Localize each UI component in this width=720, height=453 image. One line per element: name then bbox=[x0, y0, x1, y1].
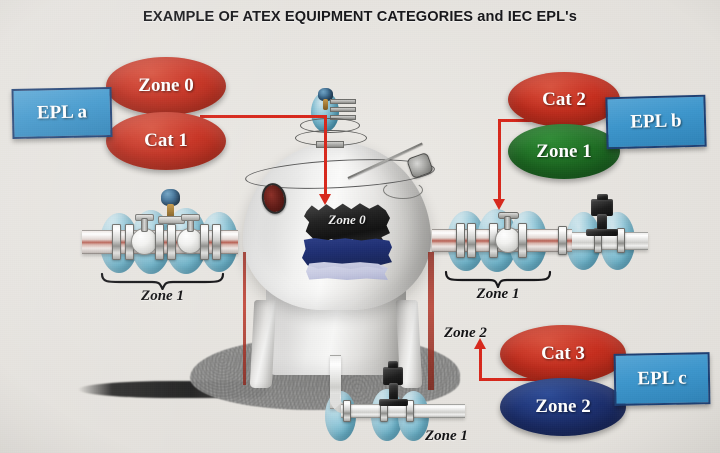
left-flange-4 bbox=[167, 224, 176, 260]
callout-right-category[interactable]: Cat 2 bbox=[508, 72, 620, 127]
top-valve-actuator-icon bbox=[318, 88, 333, 101]
connector-bottom-arrowhead-icon bbox=[474, 338, 486, 349]
right-flange-2 bbox=[467, 223, 476, 258]
brace-icon bbox=[444, 270, 552, 290]
bottom-actuator-neck bbox=[389, 383, 398, 401]
top-valve-platform-2 bbox=[330, 107, 356, 112]
bottom-pipe-run bbox=[341, 404, 465, 418]
connector-right-vertical bbox=[498, 119, 501, 202]
left-flange-3 bbox=[155, 224, 164, 260]
bottom-actuator-body-icon bbox=[383, 367, 403, 385]
callout-left-category[interactable]: Cat 1 bbox=[106, 112, 226, 170]
connector-left-arrowhead-icon bbox=[319, 194, 331, 205]
bottom-flange-1 bbox=[343, 400, 351, 422]
callout-left-zone-label: Zone 0 bbox=[138, 75, 194, 96]
vessel-red-edge-left bbox=[243, 252, 246, 385]
right-zone-label: Zone 1 bbox=[476, 286, 520, 302]
connector-left-horizontal bbox=[200, 115, 325, 118]
callout-bottom-category[interactable]: Cat 3 bbox=[500, 325, 626, 383]
right-flange-7 bbox=[617, 228, 625, 253]
left-flange-5 bbox=[200, 224, 209, 260]
connector-left-vertical bbox=[324, 115, 327, 197]
callout-bottom-category-label: Cat 3 bbox=[541, 343, 585, 364]
top-valve-stem bbox=[323, 99, 328, 110]
vessel-zone0-label: Zone 0 bbox=[328, 212, 366, 227]
right-actuator-cap bbox=[597, 194, 608, 200]
top-valve-base bbox=[316, 141, 344, 148]
left-flange-1 bbox=[112, 224, 121, 260]
connector-bottom-horizontal bbox=[479, 378, 564, 381]
bottom-flange-3 bbox=[406, 400, 414, 422]
right-flange-4 bbox=[518, 223, 527, 258]
bottom-zone-label: Zone 1 bbox=[425, 428, 468, 444]
top-valve-platform-1 bbox=[330, 99, 356, 104]
callout-left-epl-label: EPL a bbox=[36, 101, 88, 124]
callout-right-epl-label: EPL b bbox=[630, 110, 682, 133]
right-valve-stem bbox=[504, 216, 511, 230]
callout-left-epl[interactable]: EPL a bbox=[11, 86, 113, 140]
callout-left-zone[interactable]: Zone 0 bbox=[106, 57, 226, 115]
connector-right-horizontal bbox=[498, 119, 546, 122]
connector-right-arrowhead-icon bbox=[493, 199, 505, 210]
left-transmitter-body bbox=[167, 204, 174, 218]
callout-left-category-label: Cat 1 bbox=[144, 130, 188, 151]
left-valve-stem-1 bbox=[141, 218, 148, 232]
page-title: EXAMPLE OF ATEX EQUIPMENT CATEGORIES and… bbox=[143, 9, 577, 25]
callout-right-category-label: Cat 2 bbox=[542, 88, 586, 110]
callout-bottom-epl[interactable]: EPL c bbox=[613, 352, 711, 406]
callout-bottom-epl-label: EPL c bbox=[637, 367, 687, 390]
callout-right-zone[interactable]: Zone 1 bbox=[508, 124, 620, 179]
outdoor-zone-label: Zone 2 bbox=[444, 325, 487, 341]
callout-bottom-zone[interactable]: Zone 2 bbox=[500, 378, 626, 436]
vessel-leg-left bbox=[249, 300, 277, 388]
left-valve-ball-1 bbox=[131, 228, 158, 255]
right-actuator-neck bbox=[597, 214, 607, 230]
instrument-probe-ring bbox=[383, 181, 423, 199]
right-flange-1 bbox=[456, 223, 465, 258]
callout-right-zone-label: Zone 1 bbox=[536, 140, 592, 162]
left-zone-label: Zone 1 bbox=[141, 288, 184, 304]
right-flange-5 bbox=[558, 226, 567, 255]
bottom-actuator-cap bbox=[388, 361, 398, 368]
right-actuator-base bbox=[586, 229, 618, 236]
right-actuator-body-icon bbox=[591, 199, 613, 216]
bottom-actuator-base bbox=[379, 399, 408, 406]
left-zone-brace bbox=[100, 272, 225, 292]
connector-bottom-vertical bbox=[479, 348, 482, 380]
callout-right-epl[interactable]: EPL b bbox=[605, 94, 707, 150]
callout-bottom-zone-label: Zone 2 bbox=[535, 396, 591, 417]
vessel-liquid-light bbox=[306, 262, 388, 280]
brace-icon bbox=[100, 272, 225, 292]
left-transmitter-head-icon bbox=[161, 189, 180, 206]
vessel-red-edge-right bbox=[428, 252, 434, 390]
left-valve-bonnet-2 bbox=[181, 214, 200, 221]
right-zone-brace bbox=[444, 270, 552, 290]
left-flange-6 bbox=[212, 224, 221, 260]
